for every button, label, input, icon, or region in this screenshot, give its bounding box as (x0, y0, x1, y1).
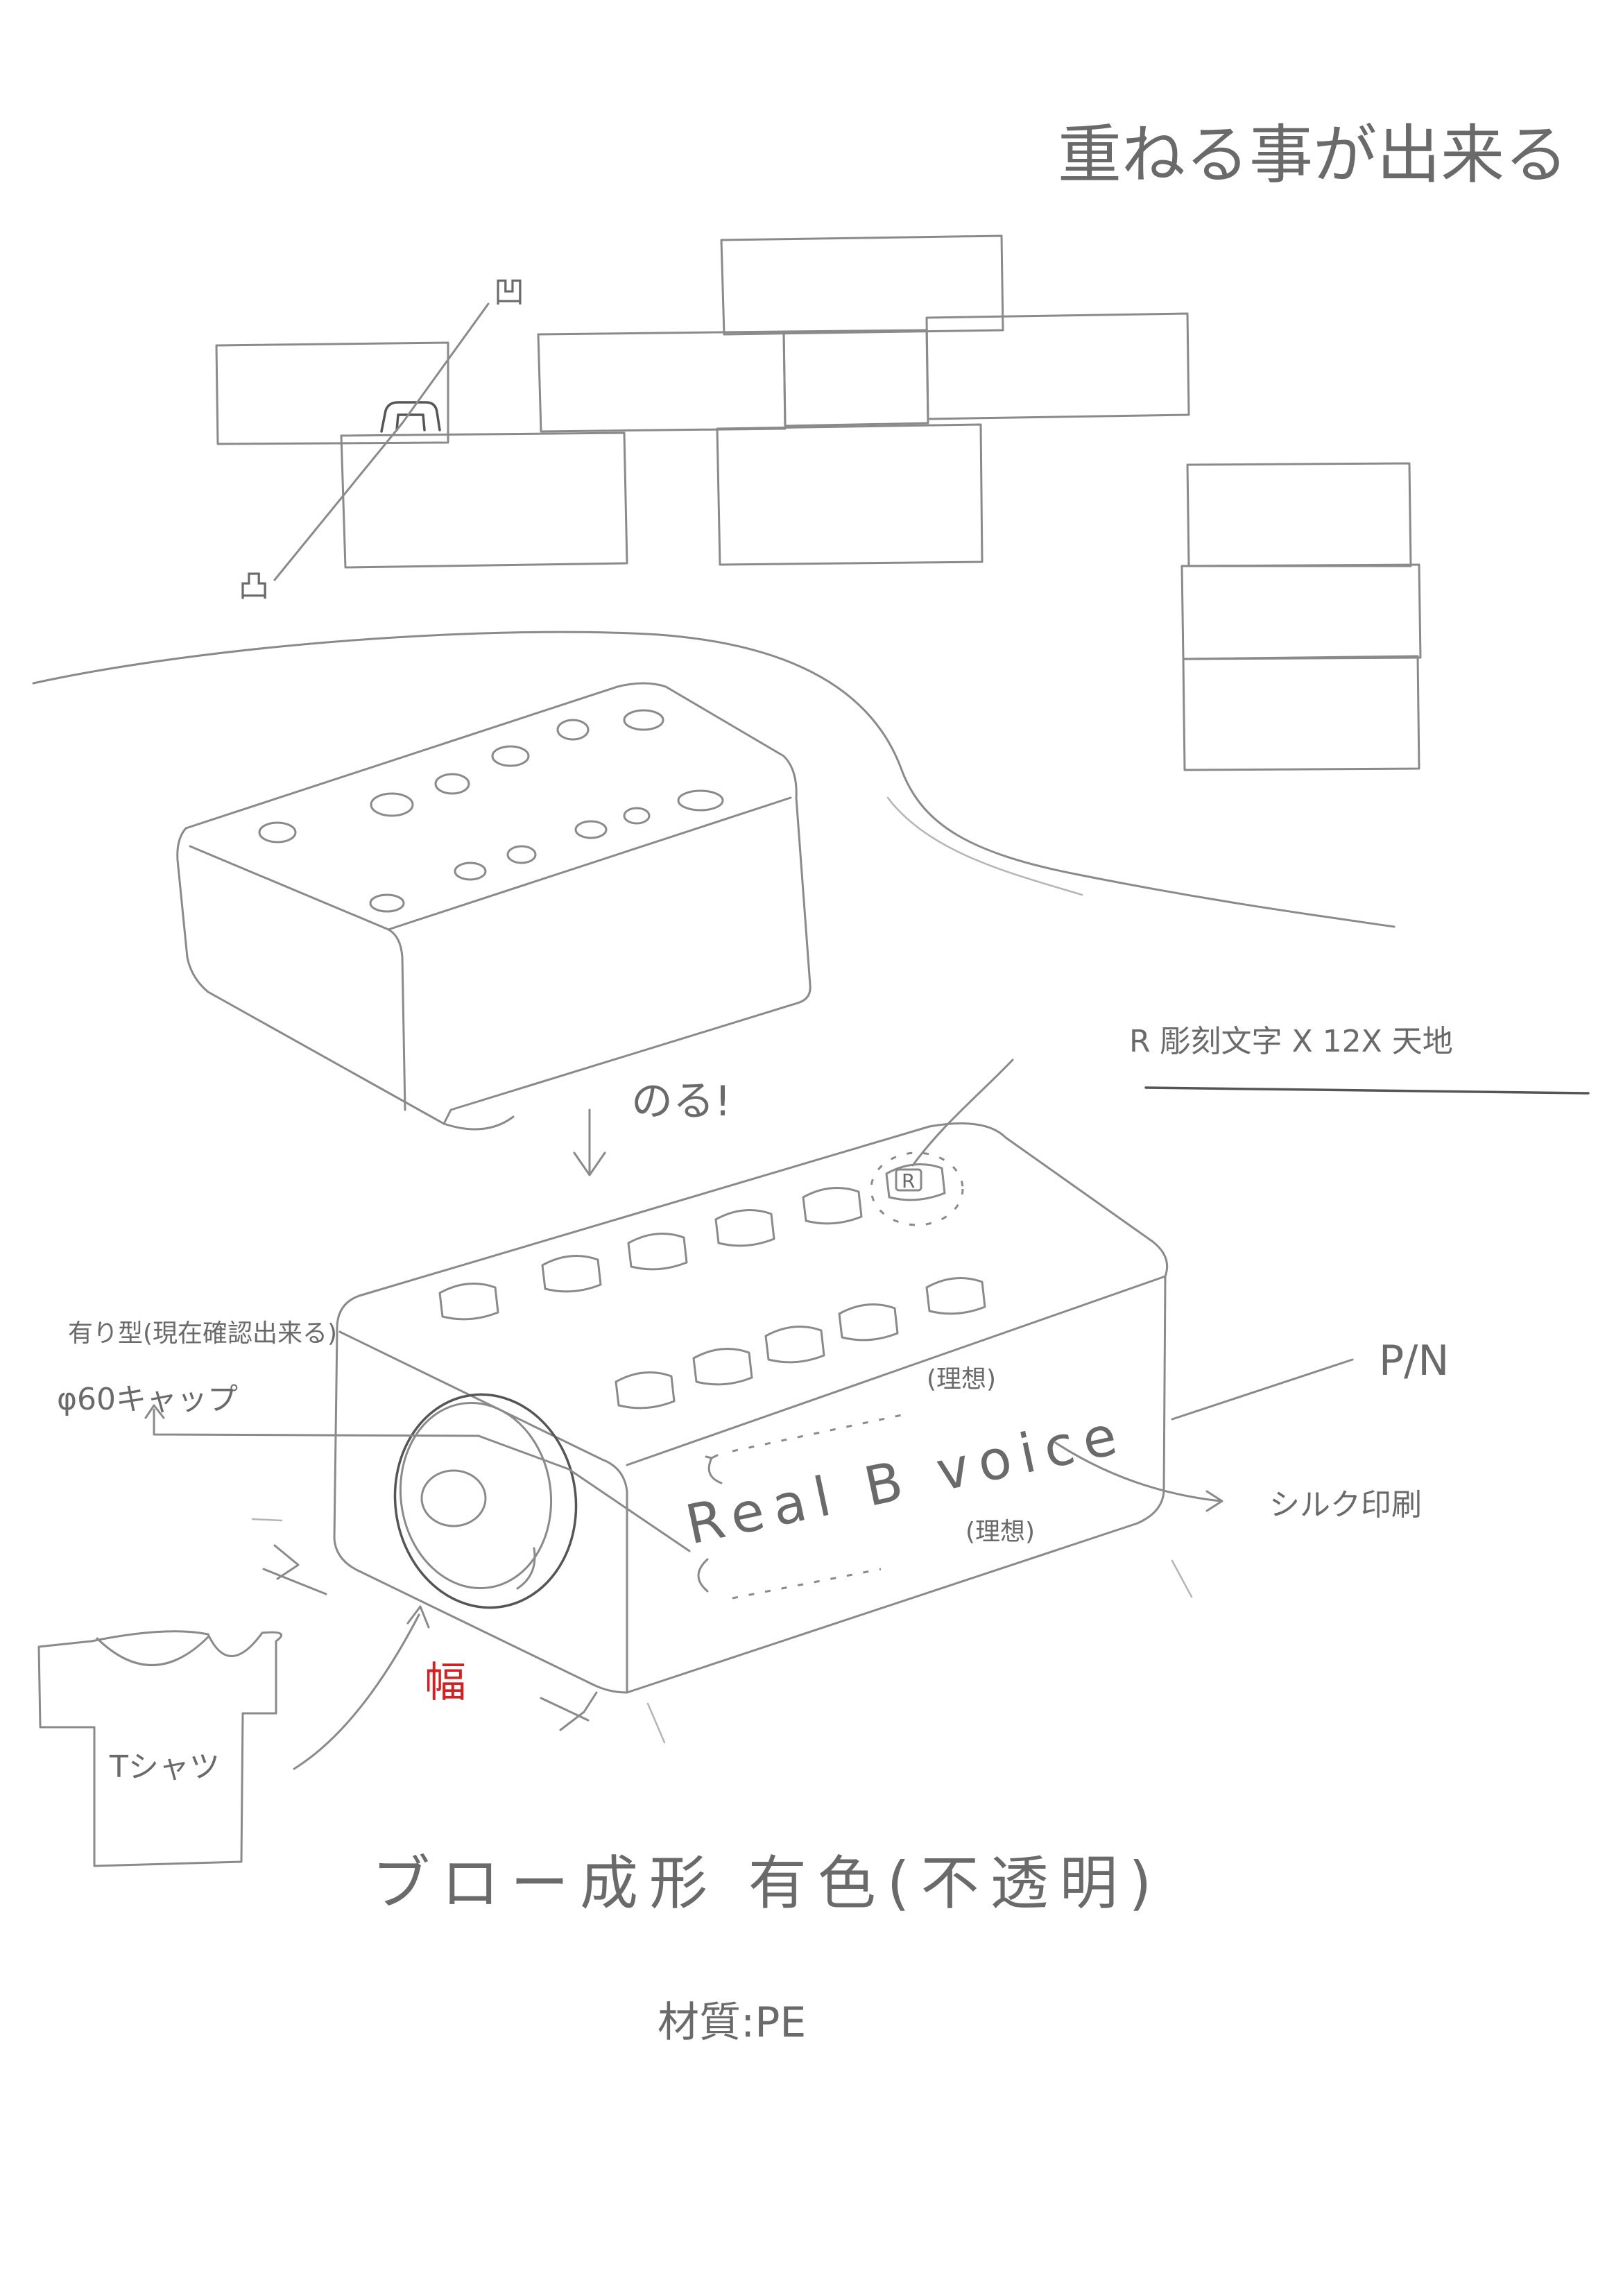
upper-hole (258, 821, 297, 843)
main-button (838, 1303, 899, 1342)
down-arrow (573, 1108, 606, 1176)
stack-block-1 (215, 341, 449, 445)
upper-hole (556, 719, 590, 741)
main-button (541, 1255, 602, 1293)
stack-block-7 (716, 423, 984, 566)
main-product-box: R (333, 1122, 1169, 1694)
engrave-leader-line (911, 1059, 1014, 1167)
main-button (802, 1187, 863, 1225)
upper-hole (677, 789, 724, 812)
main-button (885, 1163, 946, 1201)
stack-block-2 (340, 431, 628, 569)
buttons-front-row (615, 1277, 986, 1410)
upper-box-holes (258, 709, 724, 913)
brand-curve-top (705, 1454, 723, 1484)
cap-outer-ring (393, 1393, 578, 1609)
upper-hole (491, 745, 530, 767)
shade-stroke (646, 1702, 666, 1744)
silk-print-label: シルク印刷 (1269, 1487, 1422, 1523)
shade-stroke (251, 1518, 283, 1522)
main-button (925, 1277, 986, 1315)
width-arrow-left (262, 1544, 327, 1595)
engrave-note: R 彫刻文字 X 12X 天地 (1129, 1024, 1453, 1059)
main-box-top (358, 1122, 1169, 1297)
upper-hole (369, 893, 405, 913)
upper-hole (623, 709, 664, 731)
main-box-front (333, 1294, 628, 1694)
engrave-note-underline (1144, 1086, 1590, 1095)
cap-spout (420, 1469, 487, 1527)
main-button (627, 1233, 688, 1271)
upper-hole (574, 820, 608, 839)
process-caption: ブロー成形 有色(不透明) (372, 1849, 1162, 1917)
ideal-dotted-upper (732, 1414, 902, 1453)
ideal-top-label: (理想) (927, 1365, 996, 1394)
main-button (615, 1371, 676, 1410)
cap-inner-ring (399, 1401, 553, 1590)
main-button (764, 1326, 825, 1364)
upper-hole (454, 862, 487, 881)
wavy-divider-shadow (886, 796, 1083, 896)
cap-note-line1: 有り型(現在確認出来る) (68, 1319, 337, 1348)
stacks-on-note: のる! (631, 1077, 731, 1126)
stack-block-5 (782, 329, 929, 427)
upper-hole (623, 807, 651, 825)
r-badge-letter: R (902, 1170, 915, 1192)
stack-block-8 (1186, 462, 1412, 567)
stack-block-6 (925, 312, 1190, 420)
joint-leader-line (273, 302, 490, 581)
main-box-top-edge (626, 1275, 1167, 1466)
shade-stroke (1171, 1559, 1193, 1598)
ideal-bottom-label: (理想) (965, 1518, 1035, 1546)
width-arrow-right (540, 1691, 598, 1731)
wavy-divider-line (32, 631, 1396, 928)
main-button (438, 1283, 499, 1321)
main-box-right (626, 1275, 1167, 1694)
main-box-front-edge (338, 1330, 628, 1694)
material-caption: 材質:PE (658, 1998, 806, 2047)
boss-mark: 凸 (239, 569, 269, 604)
joint-inner (395, 413, 426, 431)
cap-note-line2: φ60キャップ (57, 1382, 238, 1417)
stack-block-9 (1180, 563, 1422, 660)
tshirt-label: Tシャツ (109, 1749, 220, 1785)
brand-curve-bottom (697, 1558, 709, 1593)
upper-hole (370, 792, 414, 817)
buttons-back-row (438, 1163, 946, 1321)
silk-print-arrow (1054, 1441, 1223, 1512)
r-button-highlight-ring (870, 1151, 964, 1226)
upper-box-illustration (176, 682, 812, 1131)
stack-block-10 (1182, 655, 1420, 771)
upper-box-front-left (176, 827, 515, 1131)
tshirt-arrow (293, 1605, 430, 1770)
width-label: 幅 (424, 1659, 466, 1707)
pn-label: P/N (1379, 1337, 1449, 1385)
stack-block-3 (537, 330, 787, 433)
stack-block-4 (720, 234, 1004, 336)
pn-leader-line (1171, 1358, 1354, 1421)
upper-hole (506, 845, 537, 864)
cap-notch (516, 1547, 536, 1590)
upper-hole (434, 773, 470, 795)
tshirt-collar (96, 1636, 209, 1666)
main-button (692, 1348, 753, 1386)
stacking-title: 重ねる事が出来る (1058, 118, 1568, 192)
upper-box-top (184, 682, 812, 1125)
tshirt-outline (37, 1630, 282, 1867)
r-badge-frame (895, 1168, 922, 1192)
red-joint-connector (380, 401, 441, 433)
cap-note-arrow (144, 1404, 691, 1552)
stacked-blocks-illustration: 凹 凸 (215, 234, 1422, 771)
upper-box-top-edge (387, 796, 792, 931)
recess-mark: 凹 (494, 275, 524, 310)
main-button (714, 1209, 775, 1247)
tshirt-illustration (37, 1630, 282, 1867)
